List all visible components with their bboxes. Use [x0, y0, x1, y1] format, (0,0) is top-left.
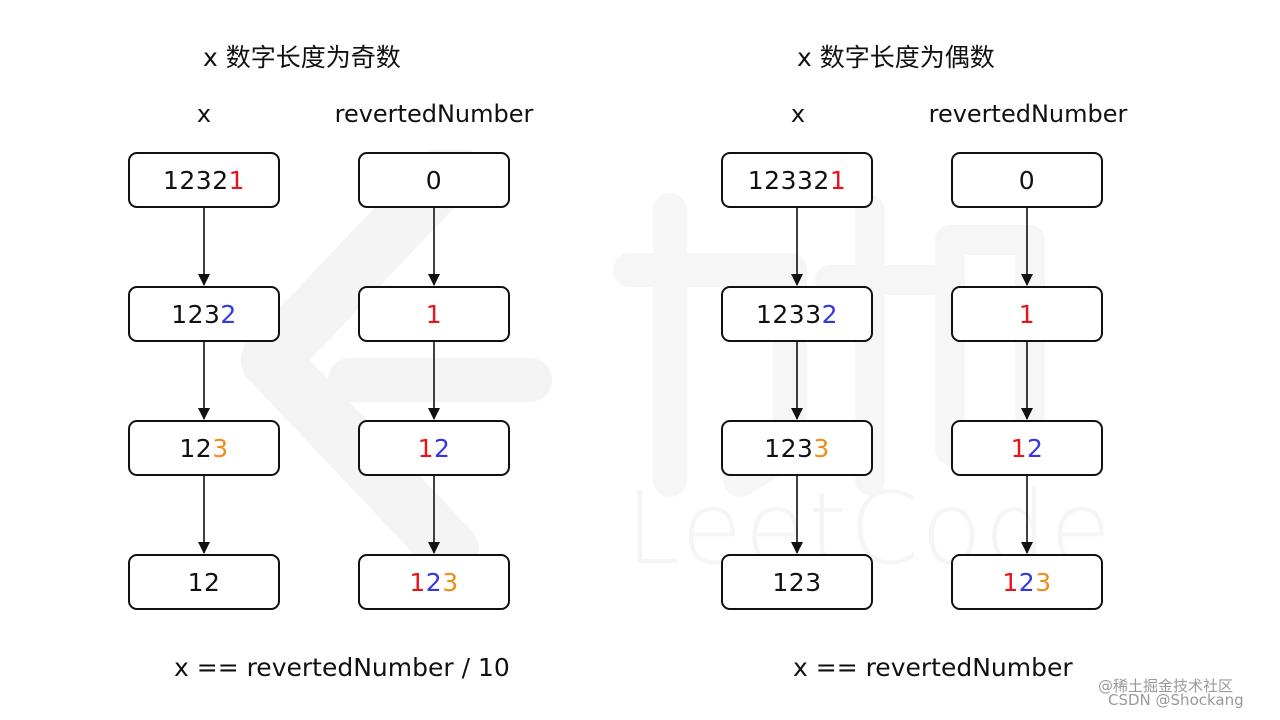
- digit-group: 2: [1018, 567, 1036, 597]
- digit-group: 123: [764, 433, 814, 463]
- formula-even: x == revertedNumber: [793, 653, 1073, 682]
- column-header-x-even: x: [790, 100, 806, 128]
- reverted-number-box: 1: [951, 286, 1103, 342]
- digit-group: 1: [425, 299, 443, 329]
- digit-group: 3: [813, 433, 830, 463]
- reverted-number-box: 1: [358, 286, 510, 342]
- digit-group: 1232: [162, 165, 229, 195]
- digit-group: 2: [220, 299, 237, 329]
- digit-group: 1: [228, 165, 246, 195]
- panel-title-odd: x 数字长度为奇数: [203, 43, 401, 72]
- digit-group: 1: [417, 433, 434, 463]
- digit-group: 1: [409, 567, 426, 597]
- reverted-number-box: 0: [358, 152, 510, 208]
- digit-group: 1: [1002, 567, 1019, 597]
- digit-group: 3: [212, 433, 229, 463]
- digit-group: 12332: [747, 165, 830, 195]
- digit-group: 0: [1018, 165, 1036, 195]
- digit-group: 123: [772, 567, 822, 597]
- digit-group: 2: [821, 299, 839, 329]
- leetcode-watermark-logo: [241, 150, 1045, 579]
- column-header-x-odd: x: [196, 100, 212, 128]
- digit-group: 0: [425, 165, 443, 195]
- credit-juejin: @稀土掘金技术社区: [1098, 677, 1234, 695]
- digit-group: 2: [425, 567, 443, 597]
- digit-group: 3: [1035, 567, 1052, 597]
- digit-group: 2: [1027, 433, 1044, 463]
- digit-group: 1: [1010, 433, 1027, 463]
- digit-group: 1233: [755, 299, 822, 329]
- x-value-box: 12: [128, 554, 280, 610]
- digit-group: 12: [187, 567, 221, 597]
- digit-group: 2: [434, 433, 451, 463]
- column-header-reverted-odd: revertedNumber: [334, 100, 534, 128]
- panel-title-even: x 数字长度为偶数: [797, 43, 995, 72]
- x-value-box: 123: [721, 554, 873, 610]
- digit-group: 3: [442, 567, 459, 597]
- reverted-number-box: 0: [951, 152, 1103, 208]
- column-header-reverted-even: revertedNumber: [928, 100, 1128, 128]
- formula-odd: x == revertedNumber / 10: [174, 653, 510, 682]
- digit-group: 1: [829, 165, 847, 195]
- credit-csdn: CSDN @Shockang: [1108, 691, 1244, 709]
- digit-group: 1: [1018, 299, 1036, 329]
- digit-group: 12: [179, 433, 213, 463]
- digit-group: 123: [171, 299, 221, 329]
